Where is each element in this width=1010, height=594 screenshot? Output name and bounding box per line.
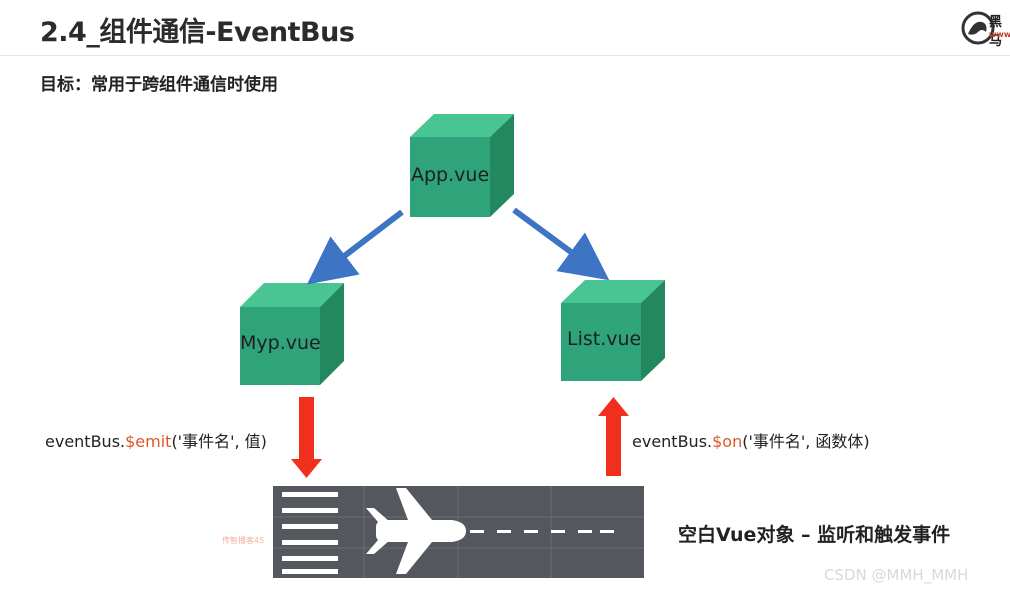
logo-icon <box>961 11 995 45</box>
csdn-watermark: CSDN @MMH_MMH <box>824 566 969 584</box>
title-divider <box>0 55 1010 56</box>
myp-cube <box>240 283 344 385</box>
on-method: $on <box>712 432 743 451</box>
node-myp-label: Myp.vue <box>240 332 321 354</box>
runway-centerline <box>470 530 614 533</box>
node-list-label: List.vue <box>567 328 642 350</box>
emit-args: ('事件名', 值) <box>171 432 267 451</box>
on-args: ('事件名', 函数体) <box>742 432 870 451</box>
arrow-app-to-list <box>512 207 610 281</box>
page-title: 2.4_组件通信-EventBus <box>40 17 355 48</box>
on-code: eventBus.$on('事件名', 函数体) <box>632 428 870 452</box>
emit-arrow <box>291 397 322 478</box>
logo-subtext: www.it <box>989 30 1010 39</box>
runway-stripes <box>282 492 338 574</box>
goal-text: 目标：常用于跨组件通信时使用 <box>40 75 278 95</box>
list-cube <box>561 280 665 381</box>
on-prefix: eventBus. <box>632 432 713 451</box>
airplane-icon <box>366 488 466 574</box>
arrow-app-to-myp <box>306 209 404 285</box>
node-app-label: App.vue <box>411 164 490 186</box>
on-arrow <box>598 397 629 476</box>
app-cube <box>410 114 514 217</box>
event-bus-label: 空白Vue对象 – 监听和触发事件 <box>678 524 951 546</box>
emit-method: $emit <box>125 432 172 451</box>
emit-code: eventBus.$emit('事件名', 值) <box>45 428 267 452</box>
emit-prefix: eventBus. <box>45 432 126 451</box>
logo-text: 黑马 <box>989 15 1003 49</box>
watermark-text: 传智播客45 <box>222 536 265 545</box>
